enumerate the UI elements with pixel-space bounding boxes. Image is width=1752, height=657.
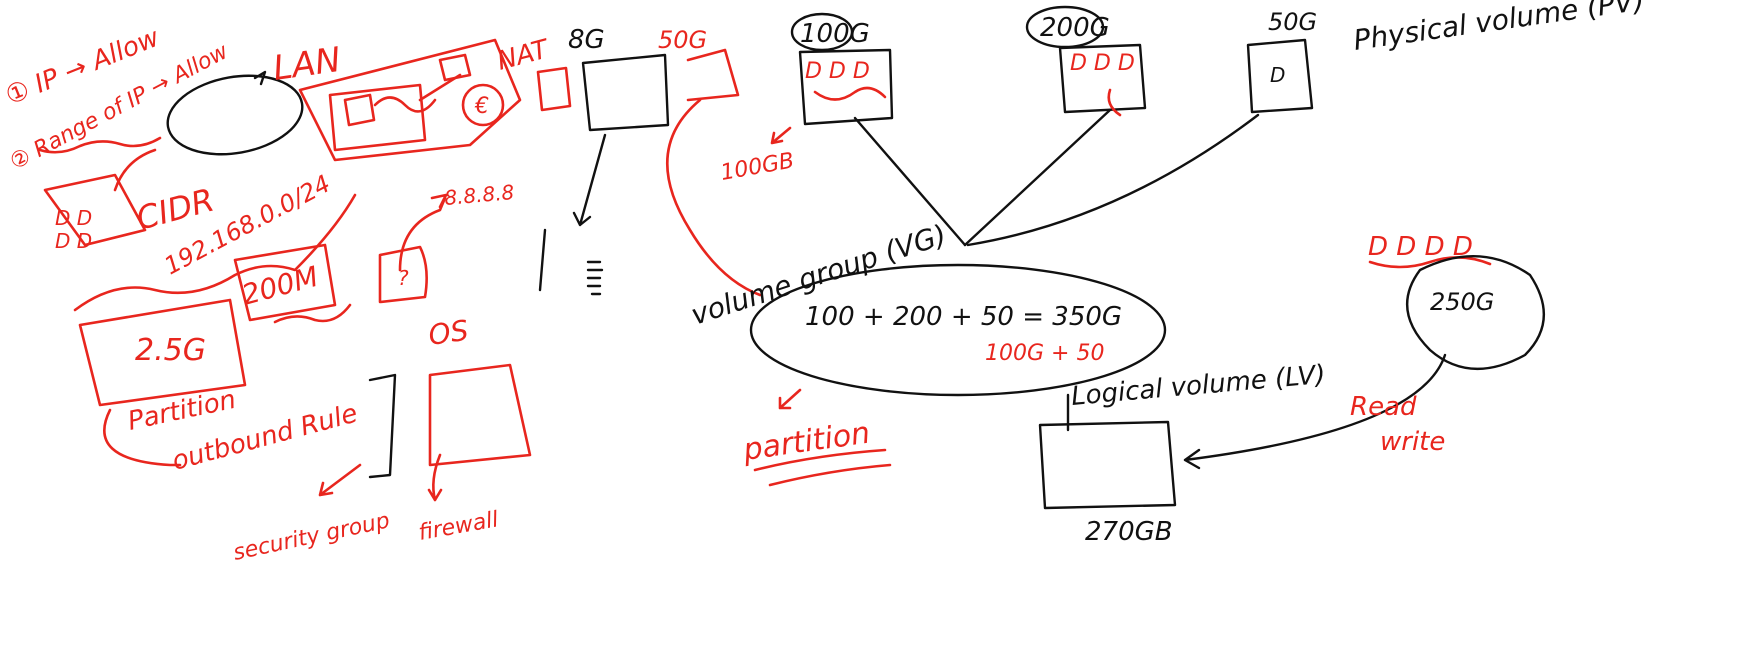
svg-text:D D: D D	[55, 229, 92, 253]
query-box	[378, 245, 428, 304]
firewall-arrow	[427, 453, 443, 502]
size-100gb-label: 100GB	[719, 148, 796, 185]
logical-volume-label: Logical volume (LV)	[1070, 360, 1327, 412]
dns-label: 8.8.8.8	[443, 180, 515, 210]
new-disk-blob	[1406, 255, 1545, 371]
disk-8g-box	[581, 53, 670, 132]
sg-arrow	[318, 463, 362, 497]
host-to-loop-line	[113, 148, 157, 192]
write-label: write	[1380, 427, 1445, 457]
size-2-5g: 2.5G	[135, 333, 206, 368]
pv1-box	[798, 48, 894, 126]
disk-lines-icon	[586, 260, 604, 296]
network-loop	[166, 74, 304, 156]
lan-inner-box	[328, 83, 427, 152]
size-box-2	[233, 243, 337, 322]
root-disk-section: 8G 50G 100GB	[538, 25, 796, 297]
dns-arrow	[398, 196, 447, 272]
svg-text:D D D: D D D	[1070, 51, 1135, 76]
pv1-circle	[790, 12, 854, 52]
lv-box	[1038, 420, 1177, 510]
nat-box	[536, 66, 572, 112]
pv3-to-vg-line	[966, 113, 1260, 247]
pv1-label: 100G	[800, 19, 870, 49]
rule-underline	[38, 136, 162, 154]
os-box	[428, 363, 532, 467]
firewall-label: firewall	[417, 507, 501, 546]
partition-box	[78, 298, 247, 407]
svg-text:€: €	[474, 94, 489, 119]
vg-sum-label: 100 + 200 + 50 = 350G	[805, 302, 1122, 332]
cidr-wave	[73, 193, 357, 312]
lan-device	[343, 93, 376, 127]
vg-note-label: 100G + 50	[985, 341, 1104, 366]
dns-arrowhead	[430, 193, 448, 209]
volume-group-ellipse	[749, 263, 1167, 397]
pv2-to-vg-line	[963, 108, 1112, 247]
host-box	[43, 173, 147, 247]
svg-text:D: D	[1270, 63, 1285, 87]
logical-volume-section: Logical volume (LV) 270GB	[1038, 360, 1327, 547]
loop-arrowhead	[253, 70, 267, 86]
pv2-box	[1058, 43, 1147, 114]
disk-slash	[538, 228, 547, 292]
pv2-label: 200G	[1040, 13, 1110, 43]
svg-text:?: ?	[398, 266, 409, 290]
cidr-label: CIDR	[132, 181, 218, 238]
disk-50g-label: 50G	[658, 26, 707, 54]
dns-section: 8.8.8.8 ?	[378, 180, 515, 304]
pv1-to-vg-line	[853, 116, 967, 247]
disk-50g-box	[686, 48, 740, 102]
new-disk-label: 250G	[1430, 288, 1494, 316]
disk-8g-arrow	[572, 133, 607, 227]
os-label: OS	[426, 314, 470, 352]
read-label: Read	[1350, 392, 1417, 422]
outbound-arrow	[103, 408, 182, 467]
physical-volume-label: Physical volume (PV)	[1351, 0, 1646, 57]
lan-gateway-circle	[461, 83, 505, 127]
lan-section: LAN € NAT	[271, 34, 572, 162]
pv3-label: 50G	[1268, 8, 1317, 36]
security-group-label: security group	[231, 508, 392, 566]
svg-text:D D: D D	[55, 206, 92, 230]
new-disk-section: D D D D 250G Read write	[1183, 232, 1545, 470]
partition-underline	[753, 448, 892, 487]
lv-size-label: 270GB	[1085, 517, 1173, 547]
disk-8g-label: 8G	[568, 25, 605, 55]
new-disk-to-lv-arrow	[1183, 353, 1447, 470]
pv3-box	[1246, 38, 1314, 114]
physical-volumes-section: 100G D D D 200G D D D 50G D Physical vol…	[790, 0, 1646, 126]
disk-size-section: 2.5G 200M Partition	[78, 243, 352, 437]
svg-text:D D D: D D D	[805, 59, 870, 84]
lan-router	[438, 53, 472, 82]
disk-50g-to-vg-line	[665, 98, 762, 297]
sg-box	[368, 373, 397, 479]
